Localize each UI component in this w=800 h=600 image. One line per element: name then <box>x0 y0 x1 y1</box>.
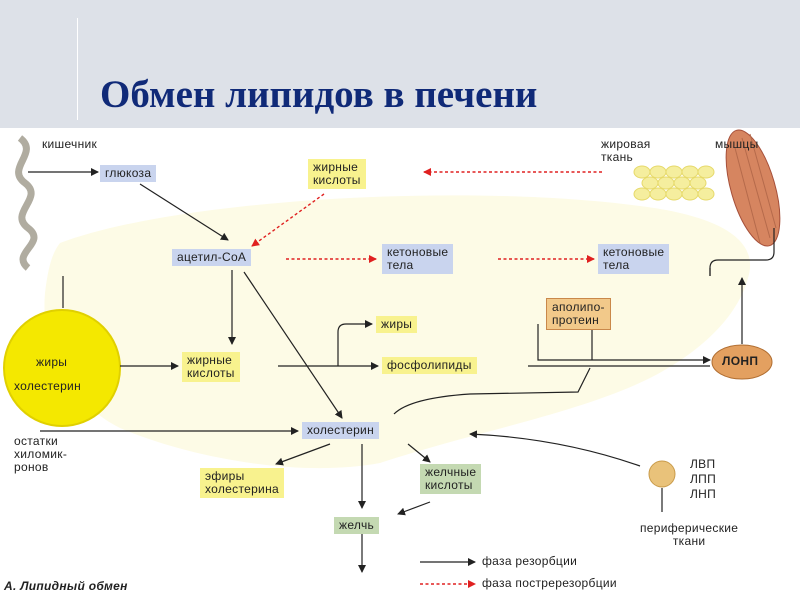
ketone-bodies-liver-node: кетоновые тела <box>382 244 454 274</box>
adipose-label: жировая ткань <box>601 137 651 164</box>
phospholipids-node: фосфолипиды <box>382 357 477 374</box>
lipid-metabolism-diagram: кишечник жировая ткань мышцы остатки хил… <box>0 128 800 600</box>
cholesterol-esters-node: эфиры холестерина <box>200 468 284 498</box>
chylomicron-circle <box>3 309 121 427</box>
lipoproteins-label: ЛВП ЛПП ЛНП <box>690 457 717 501</box>
muscles-label: мышцы <box>715 137 759 151</box>
fatty-acids-top-node: жирные кислоты <box>308 159 366 189</box>
peripheral-tissues-label: периферические ткани <box>640 521 739 548</box>
intestine-shape <box>15 135 38 271</box>
cholesterol-circle-label: холестерин <box>14 379 81 393</box>
glucose-node: глюкоза <box>100 165 157 182</box>
legend-resorption: фаза резорбции <box>482 554 578 568</box>
fats-node: жиры <box>376 316 418 333</box>
vldl-label: ЛОНП <box>722 354 759 368</box>
intestine-label: кишечник <box>42 137 98 151</box>
header-divider <box>77 18 78 120</box>
slide-header: Обмен липидов в печени <box>0 0 800 128</box>
caption: А. Липидный обмен <box>4 579 128 593</box>
slide-title: Обмен липидов в печени <box>100 73 538 116</box>
chylomicron-remnants-label: остатки хиломик- ронов <box>14 434 68 474</box>
fatty-acids-mid-node: жирные кислоты <box>182 352 240 382</box>
lipoprotein-dot <box>648 460 676 488</box>
bile-acids-node: желчные кислоты <box>420 464 482 494</box>
vldl-ellipse <box>711 344 773 380</box>
adipose-cells <box>633 165 715 201</box>
muscle-shape <box>725 129 781 247</box>
apolipoprotein-node: аполипо- протеин <box>546 298 611 330</box>
acetyl-coa-node: ацетил-СоА <box>172 249 252 266</box>
bile-node: желчь <box>334 517 380 534</box>
legend-postresorption: фаза постререзорбции <box>482 576 617 590</box>
ketone-bodies-blood-node: кетоновые тела <box>598 244 670 274</box>
fats-circle-label: жиры <box>36 355 68 369</box>
cholesterol-node: холестерин <box>302 422 379 439</box>
